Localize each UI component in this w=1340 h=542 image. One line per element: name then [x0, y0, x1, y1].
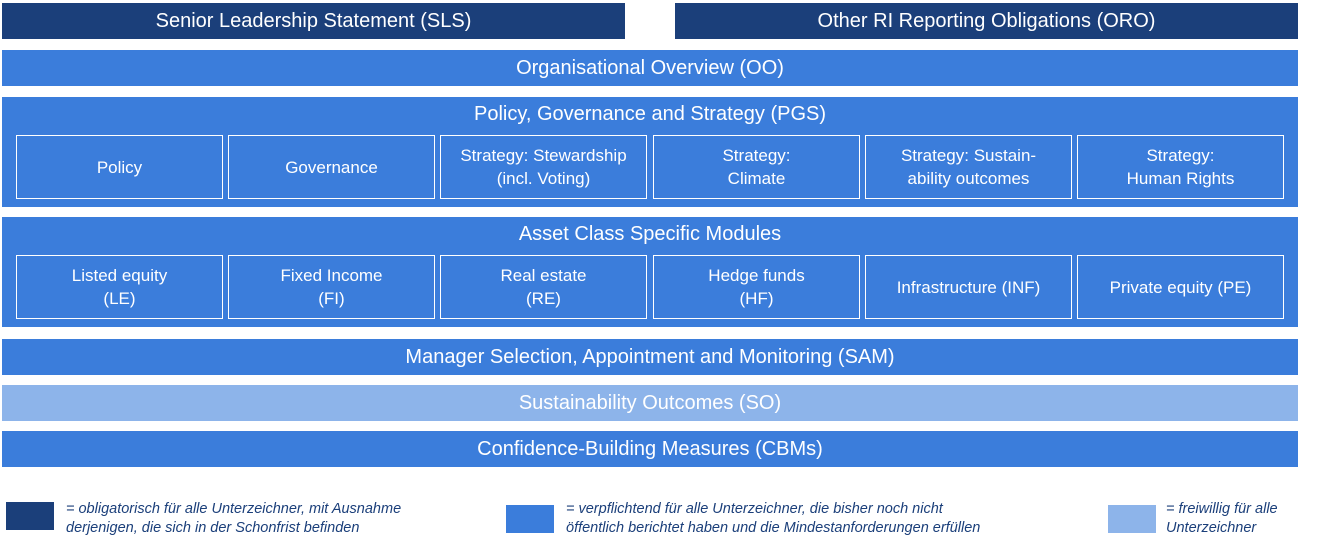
pgs-cell-policy: Policy	[16, 135, 223, 199]
cbm-label: Confidence-Building Measures (CBMs)	[477, 437, 823, 460]
pgs-cell-human-rights: Strategy: Human Rights	[1077, 135, 1284, 199]
oro-module: Other RI Reporting Obligations (ORO)	[675, 3, 1298, 39]
pgs-title: Policy, Governance and Strategy (PGS)	[473, 103, 826, 125]
legend-swatch-mandatory	[6, 502, 54, 530]
pgs-cell-stewardship: Strategy: Stewardship (incl. Voting)	[440, 135, 647, 199]
pgs-cell-climate: Strategy: Climate	[653, 135, 860, 199]
cbm-module: Confidence-Building Measures (CBMs)	[2, 431, 1298, 467]
asset-class-title: Asset Class Specific Modules	[518, 223, 782, 245]
legend-text-voluntary: = freiwillig für alle Unterzeichner	[1166, 501, 1278, 536]
legend-text-required: = verpflichtend für alle Unterzeichner, …	[566, 501, 981, 536]
sam-label: Manager Selection, Appointment and Monit…	[405, 345, 895, 368]
asset-cell-hedge-funds: Hedge funds (HF)	[653, 255, 860, 319]
legend-swatch-required	[506, 505, 554, 533]
asset-cell-infrastructure: Infrastructure (INF)	[865, 255, 1072, 319]
sls-module: Senior Leadership Statement (SLS)	[2, 3, 625, 39]
pgs-module: Policy, Governance and Strategy (PGS) Po…	[2, 97, 1298, 207]
asset-cell-real-estate: Real estate (RE)	[440, 255, 647, 319]
sam-module: Manager Selection, Appointment and Monit…	[2, 339, 1298, 375]
pgs-cell-sustainability-outcomes: Strategy: Sustain- ability outcomes	[865, 135, 1072, 199]
legend-text-mandatory: = obligatorisch für alle Unterzeichner, …	[66, 501, 402, 536]
oro-label: Other RI Reporting Obligations (ORO)	[817, 9, 1156, 32]
sls-label: Senior Leadership Statement (SLS)	[155, 9, 472, 32]
asset-cell-fixed-income: Fixed Income (FI)	[228, 255, 435, 319]
pgs-cell-governance: Governance	[228, 135, 435, 199]
asset-class-module: Asset Class Specific Modules Listed equi…	[2, 217, 1298, 327]
asset-cell-private-equity: Private equity (PE)	[1077, 255, 1284, 319]
oo-label: Organisational Overview (OO)	[516, 56, 784, 79]
so-module: Sustainability Outcomes (SO)	[2, 385, 1298, 421]
oo-module: Organisational Overview (OO)	[2, 50, 1298, 86]
so-label: Sustainability Outcomes (SO)	[518, 391, 782, 414]
asset-cell-listed-equity: Listed equity (LE)	[16, 255, 223, 319]
legend-swatch-voluntary	[1108, 505, 1156, 533]
